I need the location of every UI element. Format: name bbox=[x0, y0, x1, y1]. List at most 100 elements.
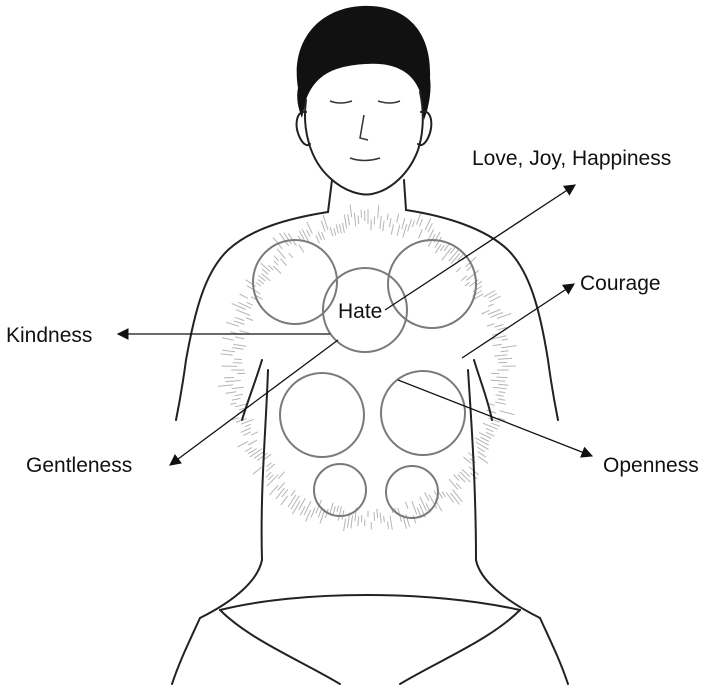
aura-stroke bbox=[269, 485, 278, 495]
left-arm-inner bbox=[242, 360, 262, 420]
aura-stroke bbox=[240, 294, 248, 298]
aura-stroke bbox=[358, 216, 359, 225]
aura-stroke bbox=[403, 224, 407, 237]
aura-stroke bbox=[336, 224, 338, 233]
aura-stroke bbox=[397, 225, 400, 236]
aura-stroke bbox=[498, 358, 512, 359]
briefs-top bbox=[220, 595, 520, 610]
aura-stroke bbox=[281, 496, 288, 505]
aura-stroke bbox=[388, 522, 389, 529]
leg-right bbox=[540, 618, 568, 684]
aura-stroke bbox=[245, 424, 251, 426]
label-openness: Openness bbox=[603, 454, 699, 477]
aura-stroke bbox=[241, 428, 251, 432]
aura-stroke bbox=[446, 493, 453, 503]
briefs-right bbox=[400, 610, 520, 684]
aura-stroke bbox=[330, 503, 333, 515]
neck-right bbox=[404, 180, 406, 210]
aura-stroke bbox=[248, 440, 257, 445]
aura-stroke bbox=[288, 495, 296, 507]
aura-stroke bbox=[481, 310, 490, 314]
chakra-lower-right bbox=[386, 466, 438, 518]
neck bbox=[328, 180, 332, 212]
aura-stroke bbox=[276, 488, 285, 499]
aura-stroke bbox=[354, 213, 355, 226]
aura-stroke bbox=[338, 506, 341, 520]
aura-stroke bbox=[387, 213, 388, 220]
aura-stroke bbox=[235, 394, 243, 395]
aura-stroke bbox=[267, 463, 272, 467]
aura-stroke bbox=[333, 506, 335, 515]
aura-stroke bbox=[420, 497, 427, 511]
arrow-openness bbox=[398, 380, 592, 456]
head bbox=[305, 92, 423, 194]
label-kindness: Kindness bbox=[6, 324, 92, 347]
aura-stroke bbox=[478, 456, 488, 463]
aura-stroke bbox=[304, 501, 311, 515]
mouth bbox=[350, 158, 380, 161]
aura-stroke bbox=[222, 338, 234, 340]
aura-stroke bbox=[246, 318, 253, 321]
aura-stroke bbox=[299, 245, 304, 253]
label-gentleness: Gentleness bbox=[26, 454, 132, 477]
aura-stroke bbox=[222, 350, 235, 352]
aura-stroke bbox=[493, 387, 507, 389]
aura-stroke bbox=[498, 384, 508, 385]
aura-stroke bbox=[234, 359, 242, 360]
aura-stroke bbox=[238, 442, 248, 447]
aura-stroke bbox=[413, 515, 416, 523]
aura-stroke bbox=[289, 253, 293, 258]
aura-stroke bbox=[486, 428, 494, 431]
aura-stroke bbox=[495, 325, 504, 328]
aura-stroke bbox=[281, 259, 287, 266]
aura-stroke bbox=[321, 221, 325, 232]
aura-stroke bbox=[247, 302, 253, 305]
aura-stroke bbox=[268, 265, 273, 270]
aura-stroke bbox=[418, 230, 422, 239]
aura-stroke bbox=[478, 452, 486, 458]
aura-stroke bbox=[262, 269, 268, 274]
aura-stroke bbox=[496, 395, 504, 397]
aura-stroke bbox=[390, 516, 392, 530]
aura-stroke bbox=[408, 219, 412, 231]
aura-stroke bbox=[232, 398, 241, 400]
aura-stroke bbox=[292, 501, 300, 514]
aura-stroke bbox=[481, 437, 489, 441]
aura-stroke bbox=[266, 464, 274, 472]
aura-stroke bbox=[334, 228, 336, 235]
aura-stroke bbox=[344, 215, 346, 229]
aura-stroke bbox=[465, 282, 470, 286]
aura-stroke bbox=[291, 496, 299, 510]
aura-stroke bbox=[344, 519, 346, 531]
chakra-upper-right bbox=[388, 240, 476, 328]
aura-stroke bbox=[489, 294, 497, 298]
aura-stroke bbox=[494, 355, 507, 356]
aura-stroke bbox=[358, 516, 359, 526]
aura-stroke bbox=[374, 512, 375, 521]
aura-stroke bbox=[330, 227, 333, 236]
aura-stroke bbox=[428, 223, 433, 232]
aura-stroke bbox=[337, 505, 339, 512]
aura-stroke bbox=[502, 339, 508, 340]
aura-stroke bbox=[243, 432, 251, 436]
aura-stroke bbox=[226, 392, 237, 394]
aura-stroke bbox=[278, 472, 285, 479]
aura-stroke bbox=[251, 432, 258, 435]
aura-stroke bbox=[466, 270, 479, 280]
chakra-middle-left bbox=[280, 373, 364, 457]
aura-stroke bbox=[419, 219, 422, 227]
aura-stroke bbox=[406, 514, 410, 527]
aura-stroke bbox=[390, 218, 392, 227]
aura-stroke bbox=[233, 363, 243, 364]
aura-stroke bbox=[234, 321, 245, 325]
aura-stroke bbox=[451, 493, 460, 505]
aura-stroke bbox=[453, 490, 463, 502]
aura-stroke bbox=[456, 268, 460, 272]
aura-stroke bbox=[221, 354, 233, 355]
left-eye bbox=[330, 101, 352, 103]
aura-stroke bbox=[274, 261, 278, 265]
aura-stroke bbox=[250, 449, 263, 457]
aura-stroke bbox=[311, 507, 315, 517]
aura-stroke bbox=[469, 280, 478, 287]
